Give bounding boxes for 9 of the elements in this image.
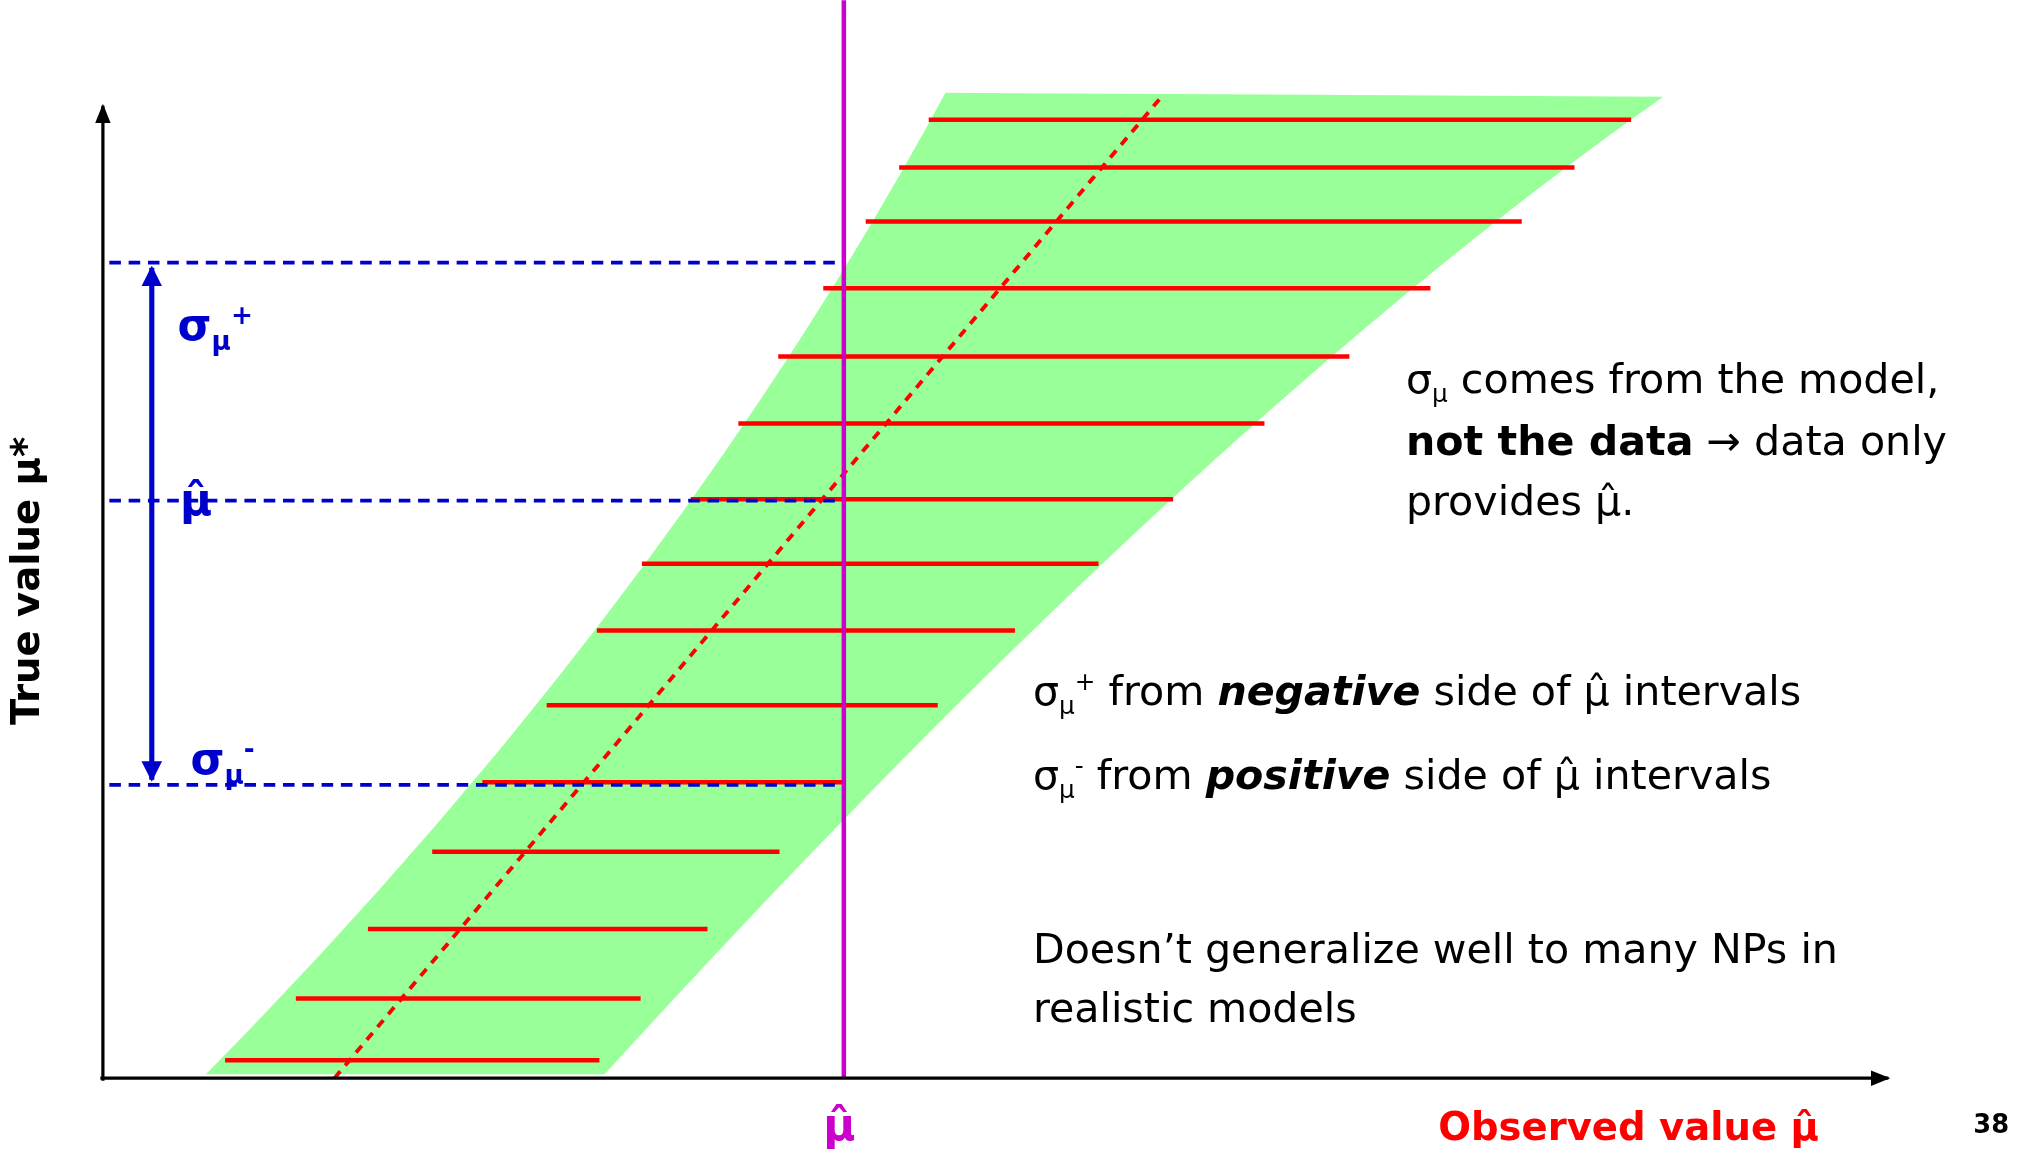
note-text: σ$_{μ}$$^{+}$ from negative side of μ̂ intervals xyxy=(1032,666,1802,723)
mu-hat-label: μ̂ xyxy=(180,473,213,528)
axis-title: Observed value μ̂ xyxy=(1438,1102,1819,1151)
observed-mu-hat-label: μ̂ xyxy=(823,1098,856,1153)
axis-title: True value μ* xyxy=(1,436,49,728)
note-text: σ$_{μ}$ comes from the model, not the data → data only provides μ̂. xyxy=(1405,353,1948,527)
page-number: 38 xyxy=(1973,1108,2010,1142)
note-text: Doesn’t generalize well to many NPs in realistic models xyxy=(1032,923,1839,1035)
note-text: σ$_{μ}$$^{-}$ from positive side of μ̂ intervals xyxy=(1032,750,1772,807)
